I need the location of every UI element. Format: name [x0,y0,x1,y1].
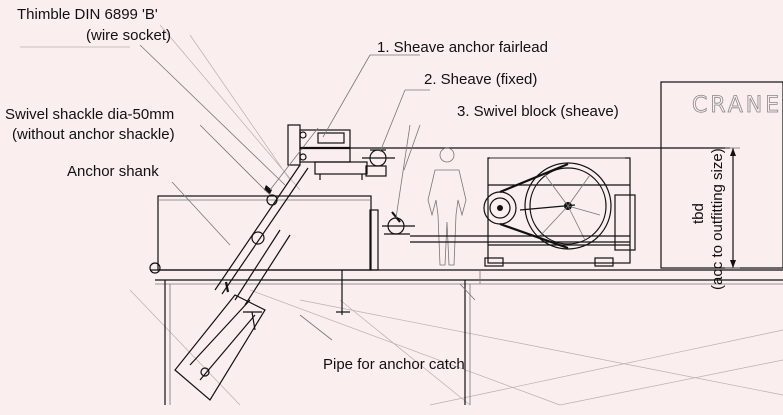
dim-note-label: (acc to outfitting size) [709,148,726,290]
anchor-shank-assembly [174,164,309,401]
thimble-sublabel: (wire socket) [86,27,172,44]
pipe-anchor-catch-label: Pipe for anchor catch [323,356,465,373]
hull-box [157,195,372,315]
crane-column: CRANE CO [660,81,783,269]
swivel-block [369,124,421,271]
dim-tbd-label: tbd [690,203,707,224]
construction-lines [20,24,783,406]
sheave-anchor-fairlead-label: 1. Sheave anchor fairlead [377,39,548,56]
tbd-dimension: tbd (acc to outfitting size) [690,147,740,290]
thimble-label: Thimble DIN 6899 'B' [17,6,158,23]
swivel-shackle-sublabel: (without anchor shackle) [12,126,175,143]
winch-drive [410,157,636,267]
swivel-shackle-label: Swivel shackle dia-50mm [5,106,175,123]
human-figure [427,147,467,266]
anchor-shank-label: Anchor shank [67,163,159,180]
leader-lines [139,44,430,341]
swivel-block-label: 3. Swivel block (sheave) [457,103,619,120]
sheave-anchor-fairlead [269,124,368,191]
sheave-fixed [300,147,730,177]
sheave-fixed-label: 2. Sheave (fixed) [424,71,538,88]
crane-ghost-text: CRANE CO [692,93,783,118]
